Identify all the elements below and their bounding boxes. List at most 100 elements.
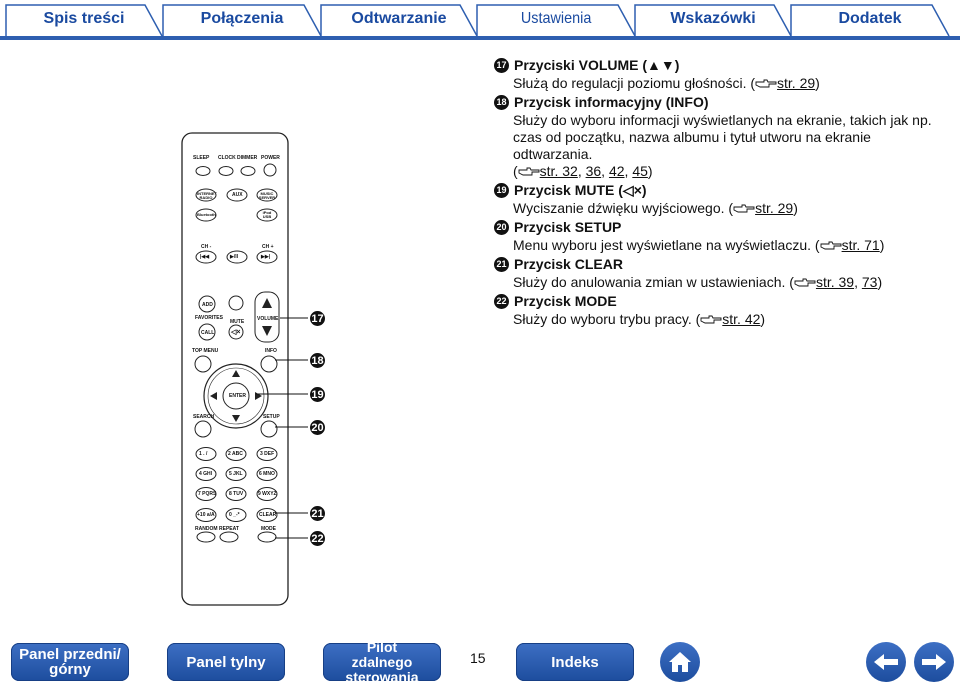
back-button[interactable] [866,642,906,682]
callout-21: 21 [310,506,325,521]
tab-label: Odtwarzanie [351,10,447,27]
aux-label: AUX [232,192,243,198]
info-label: INFO [265,348,277,354]
page-reference-link[interactable]: 73 [861,274,878,290]
tab-contents[interactable]: Spis treści [5,3,163,37]
page-reference-link[interactable]: str. 32 [539,163,578,179]
key-plus-10: +10 a/A [197,512,215,518]
key-1: 1 . / [199,451,208,457]
page-reference-link[interactable]: str. 71 [841,237,880,253]
forward-button[interactable] [914,642,954,682]
tab-label: Wskazówki [670,10,756,27]
key-6: 6 MNO [259,471,275,477]
tab-label: Ustawienia [520,10,592,27]
index-button[interactable]: Indeks [516,643,634,681]
key-3: 3 DEF [260,451,275,457]
button-description-list: 17 Przyciski VOLUME (▲▼) Służą do regulacj… [494,55,954,328]
pointing-hand-icon [755,79,777,88]
page-number: 15 [470,650,486,666]
rear-panel-button[interactable]: Panel tylny [167,643,285,681]
item-number: 17 [494,57,509,73]
top-menu-label: TOP MENU [192,348,219,354]
tab-playback[interactable]: Odtwarzanie [320,3,478,37]
call-label: CALL [201,330,215,336]
pointing-hand-icon [733,204,755,213]
page-reference-link[interactable]: str. 42 [722,311,761,327]
key-0: 0 _-* [229,512,240,518]
clock-label: CLOCK [218,155,236,161]
description-text: Służą do regulacji poziomu głośności. [513,75,747,91]
repeat-label: REPEAT [219,526,239,532]
item-title: Przycisk informacyjny (INFO) [514,94,709,110]
item-heading: 17 Przyciski VOLUME (▲▼) [494,55,954,75]
arrow-right-icon [922,654,946,670]
mute-icon: ◁× [231,329,241,336]
tab-label: Dodatek [838,10,902,27]
tab-underline [0,36,960,40]
page-reference-link[interactable]: 36 [585,163,602,179]
item-description: Wyciszanie dźwięku wyjściowego. (str. 29… [513,200,798,216]
setup-label: SETUP [263,414,280,420]
page-reference-link[interactable]: str. 29 [755,200,794,216]
description-text: czas od początku, nazwa albumu i tytuł u… [513,129,871,162]
arrow-left-icon [874,654,898,670]
key-2: 2 ABC [228,451,243,457]
random-label: RANDOM [195,526,218,532]
page-reference-link[interactable]: str. 39 [815,274,855,290]
pointing-hand-icon [820,241,842,250]
key-9: 9 WXYZ [258,491,277,497]
tab-tips[interactable]: Wskazówki [634,3,792,37]
description-text: Służy do anulowania zmian w ustawieniach… [513,274,786,290]
home-button[interactable] [660,642,700,682]
play-pause-icon: ▶/II [230,254,239,260]
ipod-usb-label: iPod USB [262,210,272,219]
favorites-label: FAVORITES [195,315,223,321]
page-reference-link[interactable]: str. 29 [777,75,816,91]
item-description: Służy do anulowania zmian w ustawieniach… [513,274,883,290]
item-number: 22 [494,293,509,309]
remote-control-button[interactable]: Pilot zdalnego sterowania [323,639,441,684]
tab-appendix[interactable]: Dodatek [790,3,950,37]
description-text: Służy do wyboru informacji wyświetlanych… [513,112,932,128]
item-description: Służy do wyboru trybu pracy. (str. 42) [513,311,766,327]
pointing-hand-icon [518,167,540,176]
tab-connections[interactable]: Połączenia [162,3,322,37]
callout-22: 22 [310,531,325,546]
description-text: Menu wyboru jest wyświetlane na wyświetl… [513,237,812,253]
item-title: Przyciski VOLUME (▲▼) [514,57,680,73]
previous-icon: |◀◀ [200,254,210,260]
callout-18: 18 [310,353,325,368]
tab-settings[interactable]: Ustawienia [476,3,636,37]
ch-minus-label: CH - [201,244,212,250]
page-reference-link[interactable]: 42 [608,163,625,179]
mode-label: MODE [261,526,276,532]
key-8: 8 TUV [229,491,244,497]
page-reference-link[interactable]: 45 [632,163,648,179]
sleep-label: SLEEP [193,155,210,161]
top-navigation: Spis treści Połączenia Odtwarzanie Ustaw… [0,0,960,42]
front-panel-button[interactable]: Panel przedni/ górny [11,643,129,681]
pointing-hand-icon [700,315,722,324]
item-title: Przycisk SETUP [514,219,622,235]
description-text: Wyciszanie dźwięku wyjściowego. [513,200,725,216]
key-4: 4 GHI [199,471,213,477]
internet-radio-label: INTERNET RADIO [197,191,217,200]
clear-label: CLEAR [259,512,277,518]
ch-plus-label: CH + [262,244,274,250]
front-panel-label: Panel przedni/ górny [19,646,121,678]
item-description: czas od początku, nazwa albumu i tytuł u… [513,129,954,163]
music-server-label: MUSIC SERVER [258,191,276,200]
volume-label: VOLUME [257,316,279,322]
pointing-hand-icon [794,278,816,287]
item-description: (str. 32, 36, 42, 45) [513,163,653,179]
remote-label: Pilot zdalnego sterowania [345,638,419,685]
item-description: Służy do wyboru informacji wyświetlanych… [513,112,954,129]
remote-control-illustration: SLEEP CLOCK DIMMER POWER INTERNET RADIO … [181,132,289,606]
